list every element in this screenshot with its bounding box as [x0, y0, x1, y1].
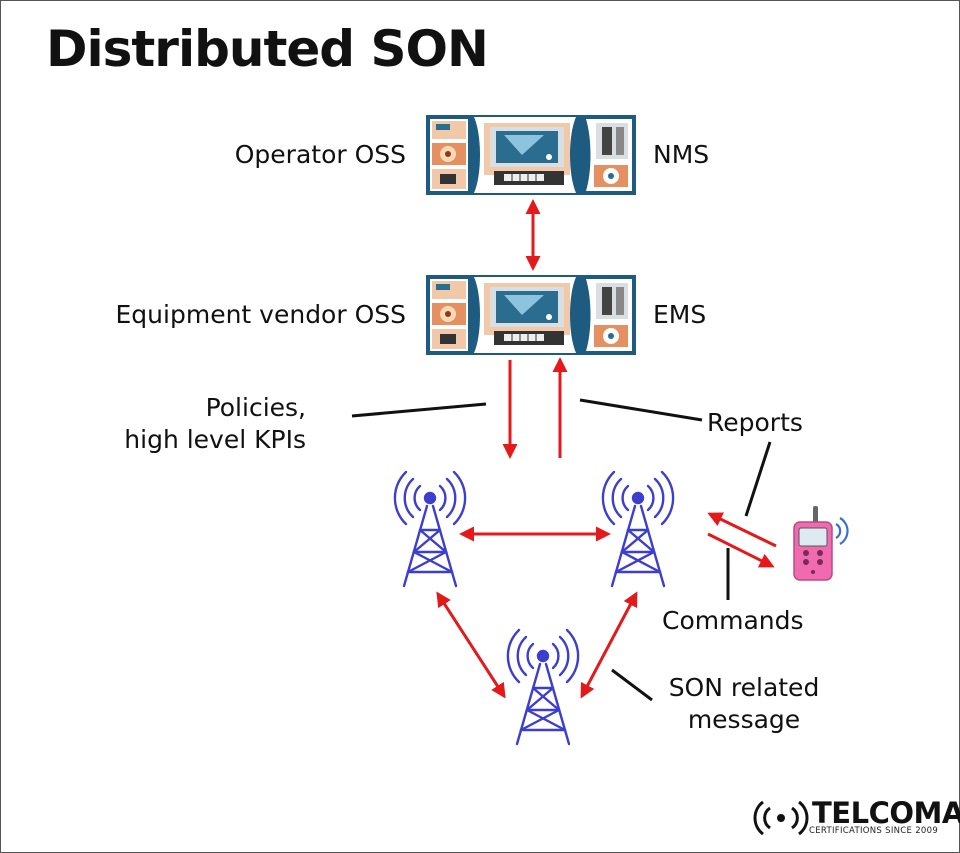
policies-leader-line: [351, 402, 487, 418]
son-line-2: message: [687, 705, 801, 734]
signal-waves-icon: [753, 800, 809, 836]
command-to-phone-arrow: [707, 532, 775, 568]
son-message-annotation: SON related message: [656, 672, 832, 736]
policies-line-1: Policies,: [205, 393, 306, 422]
reports-label: Reports: [707, 408, 803, 437]
tower-left-bottom-arrow: [436, 591, 506, 699]
policies-line-2: high level KPIs: [124, 425, 306, 454]
son-line-1: SON related: [668, 673, 820, 702]
cell-tower-bottom-icon: [506, 628, 580, 746]
commands-label: Commands: [662, 606, 804, 635]
reports-phone-leader-line: [744, 441, 772, 517]
equipment-vendor-oss-workstation-icon: [425, 274, 637, 356]
nms-label: NMS: [653, 140, 710, 169]
policies-annotation: Policies, high level KPIs: [124, 392, 306, 456]
operator-oss-workstation-icon: [425, 114, 637, 196]
ems-label: EMS: [653, 300, 707, 329]
mobile-phone-icon: [793, 506, 849, 581]
brand-name: TELCOMA: [812, 796, 960, 830]
reports-leader-line: [579, 398, 703, 422]
tower-right-bottom-arrow: [580, 591, 638, 699]
cell-tower-right-icon: [601, 470, 675, 588]
cell-tower-left-icon: [393, 470, 467, 588]
brand-tagline: CERTIFICATIONS SINCE 2009: [809, 826, 939, 836]
operator-oss-label: Operator OSS: [234, 140, 406, 169]
equipment-vendor-oss-label: Equipment vendor OSS: [115, 300, 406, 329]
phone-report-arrow: [707, 512, 777, 548]
page-title: Distributed SON: [46, 20, 489, 78]
son-message-leader-line: [611, 668, 653, 702]
telcoma-logo: TELCOMA CERTIFICATIONS SINCE 2009: [752, 796, 960, 842]
